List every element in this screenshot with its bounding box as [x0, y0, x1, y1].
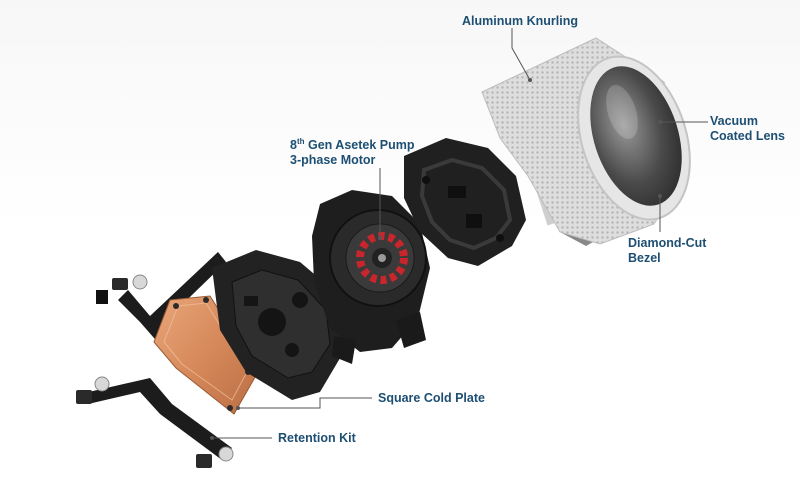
pump-housing: [212, 250, 346, 400]
retention-bracket-front: [76, 376, 234, 468]
label-retention-kit: Retention Kit: [278, 431, 356, 445]
label-pump-line2: 3-phase Motor: [290, 153, 376, 167]
pump-gen-text: Gen Asetek Pump: [304, 138, 415, 152]
leader-aluminum-knurling: [511, 28, 531, 81]
label-bezel-line1: Diamond-Cut: [628, 236, 707, 250]
pump-motor: [312, 190, 430, 364]
mounting-bracket-plate: [404, 138, 526, 266]
label-bezel: Diamond-Cut Bezel: [628, 236, 706, 266]
pump-gen-number: 8: [290, 138, 297, 152]
label-pump-line1: 8th Gen Asetek Pump: [290, 136, 415, 153]
leader-dots: [210, 78, 662, 440]
label-aluminum-knurling: Aluminum Knurling: [462, 14, 578, 28]
label-vacuum-line1: Vacuum: [710, 114, 758, 128]
label-cold-plate: Square Cold Plate: [378, 391, 485, 405]
aluminum-cap: [481, 37, 691, 246]
leader-cold-plate: [238, 397, 372, 409]
pump-gen-suffix: th: [296, 136, 305, 146]
label-bezel-line2: Bezel: [628, 251, 661, 265]
label-pump-motor: 8th Gen Asetek Pump 3-phase Motor: [290, 136, 415, 168]
motor-coil: [356, 232, 408, 284]
label-vacuum-line2: Coated Lens: [710, 129, 786, 143]
label-vacuum-lens: Vacuum Coated Lens: [710, 114, 785, 144]
leader-lines: [212, 28, 708, 439]
